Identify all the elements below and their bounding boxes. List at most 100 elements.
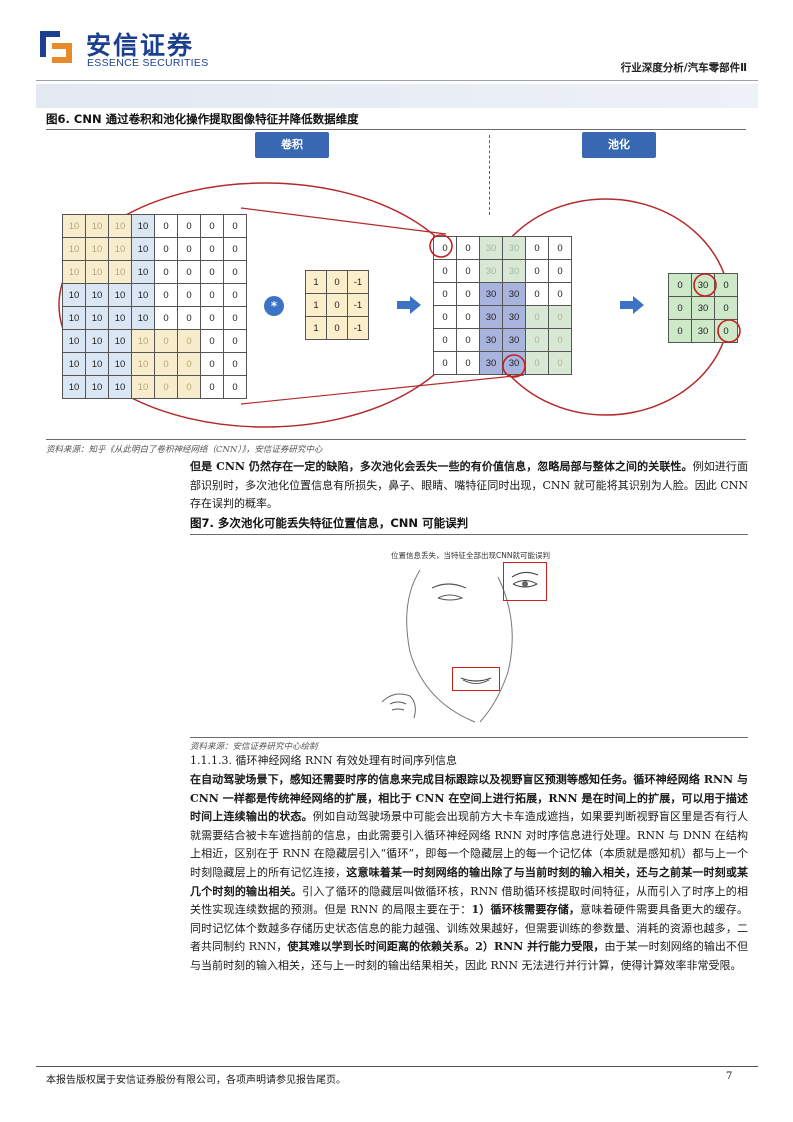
input-cell: 0 bbox=[177, 283, 201, 307]
pooled-cell: 30 bbox=[691, 273, 715, 297]
input-cell: 10 bbox=[62, 214, 86, 238]
input-cell: 0 bbox=[223, 306, 247, 330]
pooled-cell: 0 bbox=[668, 296, 692, 320]
input-cell: 0 bbox=[154, 329, 178, 353]
input-cell: 10 bbox=[108, 329, 132, 353]
feature-cell: 0 bbox=[456, 328, 480, 352]
input-cell: 0 bbox=[200, 375, 224, 399]
right-arrow-icon bbox=[397, 296, 421, 314]
feature-cell: 30 bbox=[479, 236, 503, 260]
input-cell: 10 bbox=[131, 352, 155, 376]
footer-divider bbox=[36, 1066, 758, 1067]
feature-cell: 0 bbox=[433, 351, 457, 375]
input-cell: 10 bbox=[108, 375, 132, 399]
input-cell: 10 bbox=[131, 375, 155, 399]
input-cell: 10 bbox=[108, 214, 132, 238]
input-cell: 0 bbox=[200, 237, 224, 261]
figure6-rule bbox=[46, 129, 746, 130]
input-cell: 10 bbox=[85, 352, 109, 376]
input-cell: 10 bbox=[62, 329, 86, 353]
feature-cell: 0 bbox=[525, 236, 549, 260]
input-cell: 10 bbox=[85, 214, 109, 238]
logo-chinese-name: 安信证券 bbox=[86, 31, 195, 60]
figure7-bottom-rule bbox=[190, 737, 748, 738]
section-bold-4: 使其难以学到长时间距离的依赖关系。2）RNN 并行能力受限， bbox=[287, 940, 605, 954]
feature-cell: 0 bbox=[525, 328, 549, 352]
section-text-2: 引入了循环的隐藏层叫做循环核，RNN 借助循环核提取时间特征，从而引入了时序上的… bbox=[190, 884, 748, 917]
input-cell: 10 bbox=[62, 283, 86, 307]
kernel-cell: -1 bbox=[347, 293, 369, 317]
feature-cell: 0 bbox=[548, 328, 572, 352]
pooled-cell: 0 bbox=[714, 273, 738, 297]
kernel-cell: -1 bbox=[347, 270, 369, 294]
para1-bold: 但是 CNN 仍然存在一定的缺陷，多次池化会丢失一些的有价值信息，忽略局部与整体… bbox=[190, 460, 693, 473]
pooled-cell: 0 bbox=[714, 296, 738, 320]
feature-cell: 0 bbox=[433, 259, 457, 283]
section-text-1: 例如自动驾驶场景中可能会出现前方大卡车造成遮挡，如果要判断视野盲区里是否有行人就… bbox=[190, 810, 748, 879]
section-lead-bold: 在自动驾驶场景下，感知还需要时序的信息来完成目标跟踪以及视野盲区预测等感知任务。… bbox=[190, 773, 748, 824]
feature-cell: 0 bbox=[433, 305, 457, 329]
input-cell: 10 bbox=[62, 352, 86, 376]
figure7-caption: 位置信息丢失，当特征全部出现CNN就可能误判 bbox=[391, 551, 550, 560]
feature-cell: 0 bbox=[525, 351, 549, 375]
figure7-rule bbox=[190, 534, 748, 535]
pooled-cell: 0 bbox=[668, 319, 692, 343]
section-bold-3: 1）循环核需要存储， bbox=[471, 903, 581, 917]
pooled-cell: 30 bbox=[691, 319, 715, 343]
input-cell: 0 bbox=[177, 352, 201, 376]
conv-label: 卷积 bbox=[255, 132, 329, 158]
input-cell: 10 bbox=[62, 375, 86, 399]
feature-cell: 0 bbox=[433, 328, 457, 352]
input-cell: 10 bbox=[131, 214, 155, 238]
input-cell: 10 bbox=[62, 306, 86, 330]
input-cell: 10 bbox=[108, 283, 132, 307]
input-cell: 10 bbox=[62, 260, 86, 284]
input-cell: 10 bbox=[108, 237, 132, 261]
input-cell: 0 bbox=[154, 260, 178, 284]
input-cell: 0 bbox=[223, 283, 247, 307]
input-cell: 0 bbox=[223, 237, 247, 261]
eye-highlight-box bbox=[503, 562, 547, 601]
paragraph-cnn-limitation: 但是 CNN 仍然存在一定的缺陷，多次池化会丢失一些的有价值信息，忽略局部与整体… bbox=[190, 458, 748, 514]
input-cell: 0 bbox=[200, 306, 224, 330]
input-cell: 0 bbox=[177, 306, 201, 330]
input-cell: 0 bbox=[223, 329, 247, 353]
input-cell: 10 bbox=[131, 306, 155, 330]
feature-cell: 0 bbox=[456, 282, 480, 306]
input-cell: 0 bbox=[223, 214, 247, 238]
input-cell: 10 bbox=[108, 352, 132, 376]
pooled-cell: 30 bbox=[691, 296, 715, 320]
feature-cell: 0 bbox=[548, 236, 572, 260]
input-cell: 0 bbox=[223, 352, 247, 376]
input-cell: 0 bbox=[154, 214, 178, 238]
logo-english-name: ESSENCE SECURITIES bbox=[87, 57, 209, 69]
kernel-cell: -1 bbox=[347, 316, 369, 340]
kernel-cell: 1 bbox=[305, 270, 327, 294]
paragraph-rnn: 在自动驾驶场景下，感知还需要时序的信息来完成目标跟踪以及视野盲区预测等感知任务。… bbox=[190, 771, 748, 976]
input-cell: 0 bbox=[154, 375, 178, 399]
input-cell: 10 bbox=[131, 237, 155, 261]
input-cell: 0 bbox=[177, 375, 201, 399]
pool-label: 池化 bbox=[582, 132, 656, 158]
input-cell: 0 bbox=[200, 214, 224, 238]
input-cell: 10 bbox=[85, 329, 109, 353]
feature-cell: 30 bbox=[502, 328, 526, 352]
section-text-3: 意味着硬件需要具备更大的缓存。同时记忆体个数越多存储历史状态信息的能力越强、训练… bbox=[190, 903, 749, 954]
figure7-source: 资料来源：安信证券研究中心绘制 bbox=[190, 742, 318, 752]
input-cell: 0 bbox=[154, 352, 178, 376]
section-text-end: 由于某一时刻网络的输出不但与当前时刻的输入相关，还与上一时刻的输出结果相关，因此… bbox=[190, 940, 749, 972]
section-bold-2: 这意味着某一时刻网络的输出除了与当前时刻的输入相关，还与之前某一时刻或某几个时刻… bbox=[190, 865, 749, 898]
feature-cell: 0 bbox=[525, 305, 549, 329]
figure6-title: 图6. CNN 通过卷积和池化操作提取图像特征并降低数据维度 bbox=[46, 112, 359, 126]
section-heading: 1.1.1.3. 循环神经网络 RNN 有效处理有时间序列信息 bbox=[190, 754, 458, 767]
